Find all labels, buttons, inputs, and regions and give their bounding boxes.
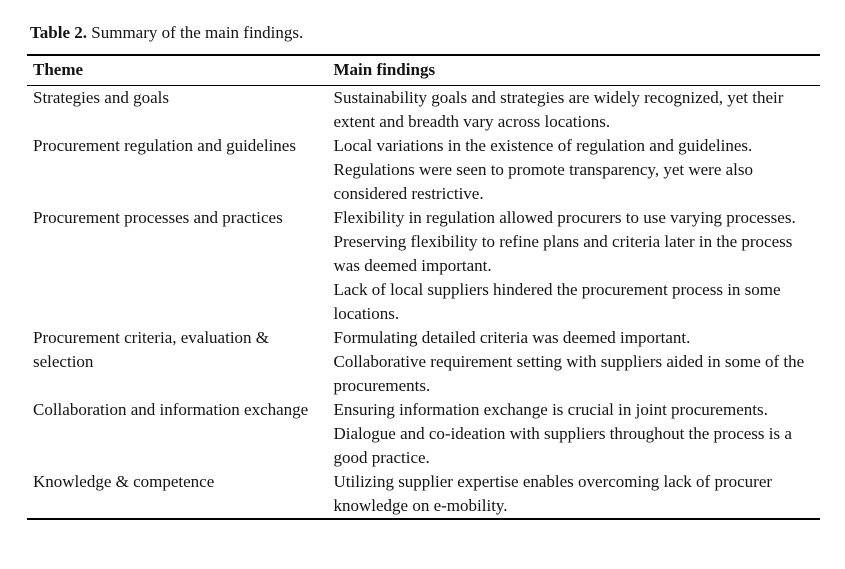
table-row: Strategies and goals Sustainability goal…: [27, 86, 820, 135]
header-main-findings: Main findings: [327, 55, 820, 86]
finding-paragraph: Preserving flexibility to refine plans a…: [333, 232, 793, 275]
theme-cell: Procurement processes and practices: [33, 208, 283, 227]
table-caption: Table 2. Summary of the main findings.: [30, 21, 820, 45]
header-theme: Theme: [27, 55, 328, 86]
finding-paragraph: Collaborative requirement setting with s…: [333, 352, 805, 395]
findings-cell: Sustainability goals and strategies are …: [328, 86, 821, 135]
table-caption-text: Summary of the main findings.: [87, 23, 304, 42]
table-header-row: Theme Main findings: [27, 55, 820, 86]
finding-paragraph: Local variations in the existence of reg…: [333, 136, 753, 155]
theme-cell: Collaboration and information exchange: [33, 400, 309, 419]
finding-paragraph: Formulating detailed criteria was deemed…: [333, 328, 691, 347]
summary-findings-table: Theme Main findings Strategies and goals…: [27, 54, 820, 520]
findings-cell: Formulating detailed criteria was deemed…: [328, 326, 821, 398]
findings-cell: Flexibility in regulation allowed procur…: [328, 206, 821, 326]
theme-cell: Strategies and goals: [33, 88, 169, 107]
finding-paragraph: Lack of local suppliers hindered the pro…: [333, 280, 781, 323]
finding-paragraph: Ensuring information exchange is crucial…: [333, 400, 768, 419]
finding-paragraph: Regulations were seen to promote transpa…: [333, 160, 754, 203]
theme-cell: Procurement regulation and guidelines: [33, 136, 296, 155]
findings-cell: Local variations in the existence of reg…: [328, 134, 821, 206]
table-caption-label: Table 2.: [30, 23, 88, 42]
finding-paragraph: Flexibility in regulation allowed procur…: [333, 208, 796, 227]
table-row: Procurement regulation and guidelines Lo…: [27, 134, 820, 206]
table-row: Procurement criteria, evaluation & selec…: [27, 326, 820, 398]
table-row: Collaboration and information exchange E…: [27, 398, 820, 470]
theme-cell: Procurement criteria, evaluation & selec…: [33, 328, 270, 371]
table-row: Knowledge & competence Utilizing supplie…: [27, 470, 820, 519]
finding-paragraph: Dialogue and co-ideation with suppliers …: [333, 424, 792, 467]
findings-cell: Ensuring information exchange is crucial…: [328, 398, 821, 470]
findings-cell: Utilizing supplier expertise enables ove…: [328, 470, 821, 519]
finding-paragraph: Utilizing supplier expertise enables ove…: [333, 472, 773, 515]
table-row: Procurement processes and practices Flex…: [27, 206, 820, 326]
finding-paragraph: Sustainability goals and strategies are …: [333, 88, 784, 131]
theme-cell: Knowledge & competence: [33, 472, 215, 491]
